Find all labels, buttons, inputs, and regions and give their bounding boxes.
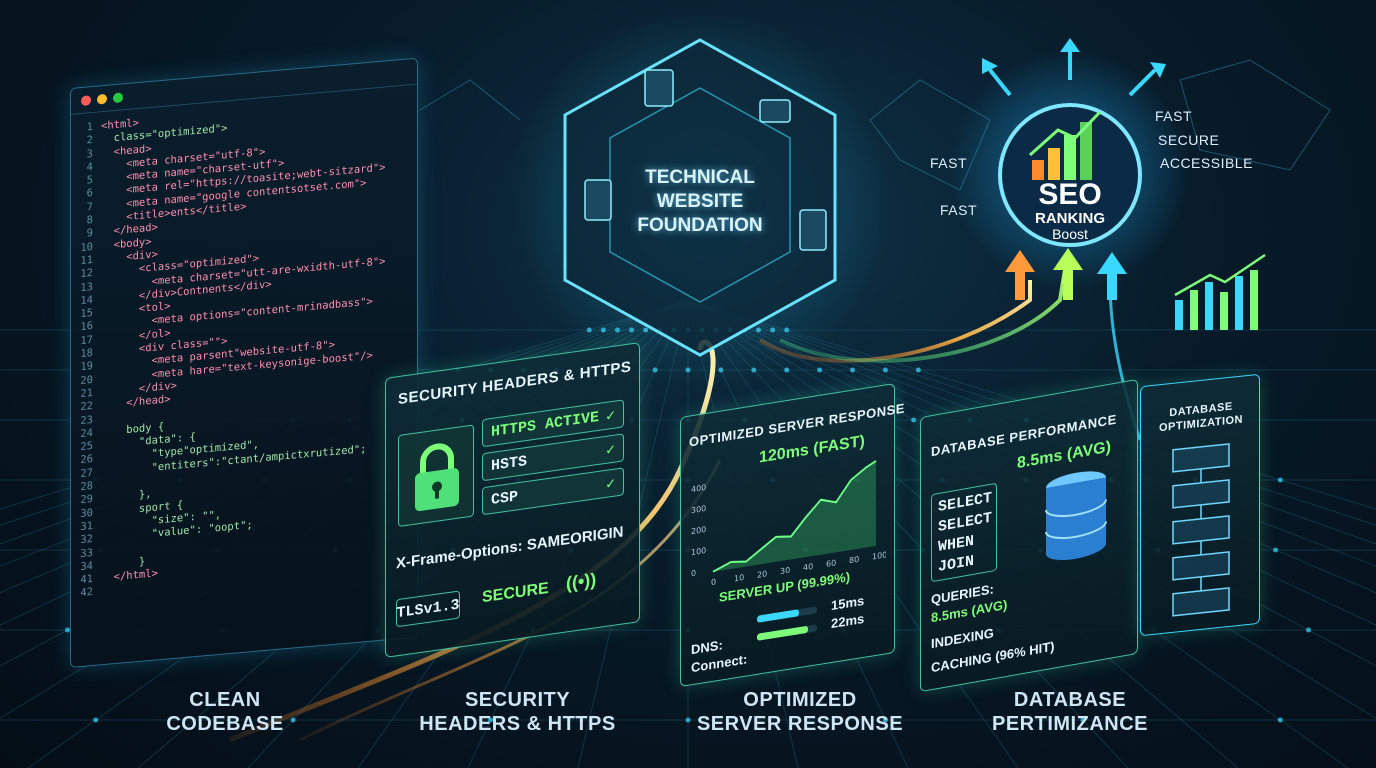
chart-x-tick: 40 — [803, 562, 813, 573]
response-chart: 400 300 200 100 0 0 10 20 30 40 60 80 100 — [691, 460, 886, 587]
chart-y-tick: 0 — [691, 569, 696, 579]
xframe-label: X-Frame-Options: SAMEORIGIN — [396, 523, 624, 573]
fast-word-left-1: FAST — [930, 155, 968, 171]
trend-chart — [1174, 253, 1266, 330]
connect-value: 22ms — [831, 610, 865, 632]
chart-y-tick: 300 — [691, 504, 706, 515]
chart-x-tick: 0 — [711, 577, 716, 587]
database-panel: DATABASE PERFORMANCE 8.5ms (AVG) SELECT … — [920, 378, 1138, 693]
database-cylinder-icon — [1045, 471, 1107, 561]
bottom-label-database: DATABASE PERTIMIZANCE — [992, 689, 1148, 735]
chart-x-tick: 80 — [849, 555, 859, 566]
fast-word-right: FAST — [1155, 108, 1193, 124]
check-icon: ✓ — [605, 407, 615, 426]
line-number: 42 — [80, 586, 93, 600]
minimize-window-dot[interactable] — [97, 93, 107, 105]
indexing-label: INDEXING — [931, 625, 994, 652]
sql-box: SELECT SELECT WHEN JOIN — [931, 482, 997, 583]
dns-label: DNS: — [691, 637, 723, 658]
bottom-label-server: OPTIMIZED SERVER RESPONSE — [696, 689, 904, 735]
fast-word-left-2: FAST — [940, 202, 978, 218]
hex-title: TECHNICAL WEBSITE FOUNDATION — [637, 167, 763, 236]
security-panel: SECURITY HEADERS & HTTPS HTTPS ACTIVE✓ H… — [385, 342, 640, 658]
bottom-label-clean-codebase: CLEAN CODEBASE — [166, 689, 284, 735]
tls-badge: TLSv1.3 — [396, 590, 460, 628]
chart-x-tick: 60 — [826, 558, 836, 569]
arrow-up-icon — [1005, 248, 1127, 300]
chart-x-tick: 30 — [780, 566, 790, 577]
seo-badge-text: SEO RANKING Boost — [1035, 178, 1105, 242]
dns-value: 15ms — [831, 592, 865, 614]
check-icon: ✓ — [605, 475, 615, 494]
code-editor-window: 1<html>2 class="optimized">3 <head>4 <me… — [70, 57, 418, 668]
chart-x-tick: 10 — [734, 573, 744, 584]
secure-label: SECURE — [482, 579, 549, 607]
secure-word: SECURE — [1158, 132, 1220, 148]
wifi-signal-icon: ((•)) — [566, 569, 597, 594]
db-optimization-title: DATABASE OPTIMIZATION — [1158, 400, 1243, 435]
seo-bars — [1029, 110, 1102, 180]
database-optimization-panel: DATABASE OPTIMIZATION — [1140, 373, 1260, 637]
chart-y-tick: 200 — [691, 525, 706, 536]
chart-x-tick: 100 — [872, 550, 886, 561]
chart-y-tick: 100 — [691, 546, 706, 557]
code-body: 1<html>2 class="optimized">3 <head>4 <me… — [71, 85, 417, 602]
dns-bar — [757, 606, 817, 623]
server-icon — [584, 69, 827, 251]
lock-icon — [398, 424, 474, 528]
chart-x-tick: 20 — [757, 569, 767, 580]
maximize-window-dot[interactable] — [113, 91, 123, 103]
server-panel: OPTIMIZED SERVER RESPONSE 120ms (FAST) 4… — [680, 382, 905, 688]
check-icon: ✓ — [605, 441, 615, 460]
chart-y-tick: 400 — [691, 483, 706, 494]
accessible-word: ACCESSIBLE — [1160, 155, 1253, 171]
close-window-dot[interactable] — [81, 94, 91, 106]
connect-bar — [757, 624, 817, 641]
bottom-label-security: SECURITY HEADERS & HTTPS — [419, 689, 616, 735]
optimization-flowchart — [1172, 443, 1230, 617]
